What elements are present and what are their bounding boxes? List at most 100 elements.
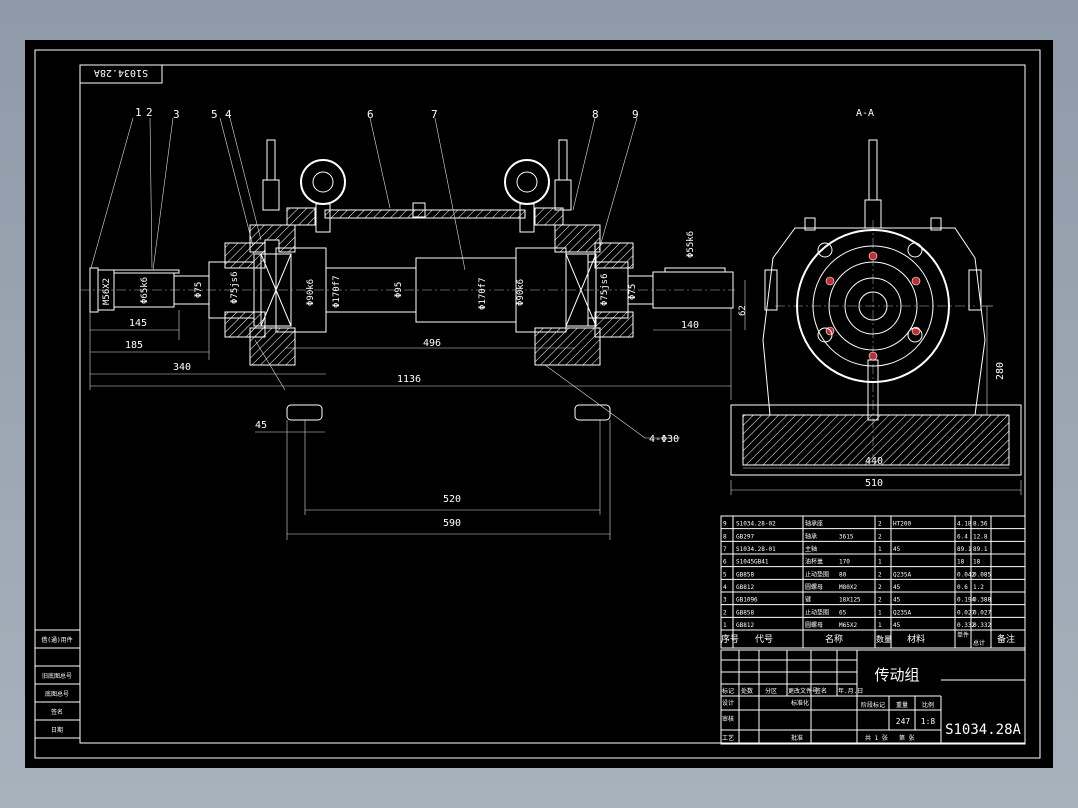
bom-cell-mat: Q235A [893,571,911,578]
row-process: 工艺 [722,734,734,742]
dim-62: 62 [738,305,748,316]
mark-2: 分区 [765,687,777,695]
bom-cell-w1: 0.6 [957,584,968,591]
balloon-7: 7 [431,108,438,121]
bom-cell-name: 轴承座 [805,520,823,528]
dim-d75b: Φ75js6 [230,271,240,304]
bom-table [720,515,1026,649]
title-block [720,649,1026,745]
bom-cell-w2: 12.8 [973,533,988,540]
bom-cell-mat: HT200 [893,521,911,528]
mark-1: 处数 [741,687,753,695]
balloon-1: 1 [135,106,142,119]
bom-h-code: 代号 [755,634,773,645]
bom-cell-w2: 0.332 [973,622,991,629]
balloon-3: 3 [173,108,180,121]
bom-cell-w2: 0.027 [973,609,991,616]
dim-140: 140 [681,320,699,331]
balloon-8: 8 [592,108,599,121]
dim-45: 45 [255,420,267,431]
dim-d75d: Φ75 [628,284,638,300]
dim-holes: 4-Φ30 [649,434,679,445]
dim-185: 185 [125,340,143,351]
dim-d75c: Φ75js6 [600,273,610,306]
bom-cell-w2: 1.2 [973,584,984,591]
bom-cell-no: 7 [723,546,727,553]
diameter-labels: M56X2 Φ65k6 Φ75 Φ75js6 Φ90k6 Φ170f7 Φ95 … [102,231,696,310]
bom-cell-w1: 0.042 [957,571,975,578]
bom-cell-spec: 65 [839,609,847,616]
bom-h-no: 序号 [721,633,739,645]
bom-cell-w1: 0.194 [957,597,975,604]
bom-cell-spec: 3615 [839,533,854,540]
dim-440: 440 [865,456,883,467]
balloon-6: 6 [367,108,374,121]
bom-cell-no: 1 [723,622,727,629]
dim-496: 496 [423,338,441,349]
dim-d90a: Φ90k6 [306,279,316,306]
bom-h-note: 备注 [997,633,1015,645]
section-aa-view: A-A [730,108,1022,495]
strip-text-5: 日期 [51,726,63,734]
bom-h-name: 名称 [825,633,843,645]
dim-d170a: Φ170f7 [332,275,342,308]
bom-cell-name: 止动垫圈 [805,570,829,578]
bom-h-qty: 数量 [876,634,892,644]
mark-4: 签名 [815,687,827,695]
balloon-4: 4 [225,108,232,121]
bom-cell-qty: 1 [878,609,882,616]
dim-590: 590 [443,518,461,529]
bom-cell-no: 8 [723,533,727,540]
bom-cell-code: S1045GB41 [736,559,769,566]
bom-cell-mat: 45 [893,622,901,629]
bom-cell-mat: 45 [893,546,901,553]
title-weight: 247 [896,717,911,726]
row-check: 审核 [722,715,734,723]
bom-cell-qty: 2 [878,584,882,591]
bom-cell-no: 3 [723,597,727,604]
bom-cell-no: 9 [723,521,727,528]
bom-cell-no: 2 [723,609,727,616]
dim-d55: Φ55k6 [686,231,696,258]
bom-cell-code: GB858 [736,609,754,616]
bom-cell-code: GB812 [736,622,754,629]
bom-cell-qty: 1 [878,559,882,566]
title-h-stage: 阶段标记 [861,701,885,709]
bom-cell-code: S1034.28-01 [736,546,776,553]
bom-cell-qty: 1 [878,622,882,629]
bom-cell-spec: M65X2 [839,622,857,629]
length-labels: 145 185 340 496 1136 140 45 520 590 4-Φ3… [125,318,699,529]
dim-d95: Φ95 [394,282,404,298]
inner-border [79,64,1026,744]
mark-3: 更改文件号 [788,687,818,695]
mark-0: 标记 [722,687,734,695]
bom-cell-no: 4 [723,584,727,591]
bom-cell-code: S1034.28-02 [736,521,776,528]
section-label: A-A [856,108,874,119]
bom-cell-code: GB812 [736,584,754,591]
bom-cell-spec: M80X2 [839,584,857,591]
bom-cell-qty: 2 [878,597,882,604]
row-approve: 批准 [791,734,803,742]
bom-h-mat: 材料 [907,633,925,645]
bom-cell-name: 止动垫圈 [805,608,829,616]
strip-text-2: 旧底图总号 [42,672,72,680]
bom-cell-spec: 80 [839,571,847,578]
rotated-drawing-no: S1034.28A [94,67,148,78]
bom-cell-name: 油杯盖 [805,558,823,566]
bom-cell-w1: 0.332 [957,622,975,629]
dim-280: 280 [995,362,1006,380]
title-h-scale: 比例 [922,701,934,709]
sheets: 共 1 张 [865,734,888,742]
dim-1136: 1136 [397,374,421,385]
bom-cell-w2: 8.36 [973,521,988,528]
title-drawing-no: S1034.28A [945,722,1021,738]
bom-cell-name: 主轴 [805,545,817,553]
bom-header: 序号 代号 名称 数量 材料 单件 总计 备注 [721,631,1015,647]
dim-d170b: Φ170f7 [478,277,488,310]
bom-cell-spec: 170 [839,559,850,566]
rotated-id-box [79,64,163,84]
bom-cell-name: 圆螺母 [805,583,823,591]
bom-cell-w1: 89.1 [957,546,972,553]
title-text: 传动组 [874,666,919,684]
